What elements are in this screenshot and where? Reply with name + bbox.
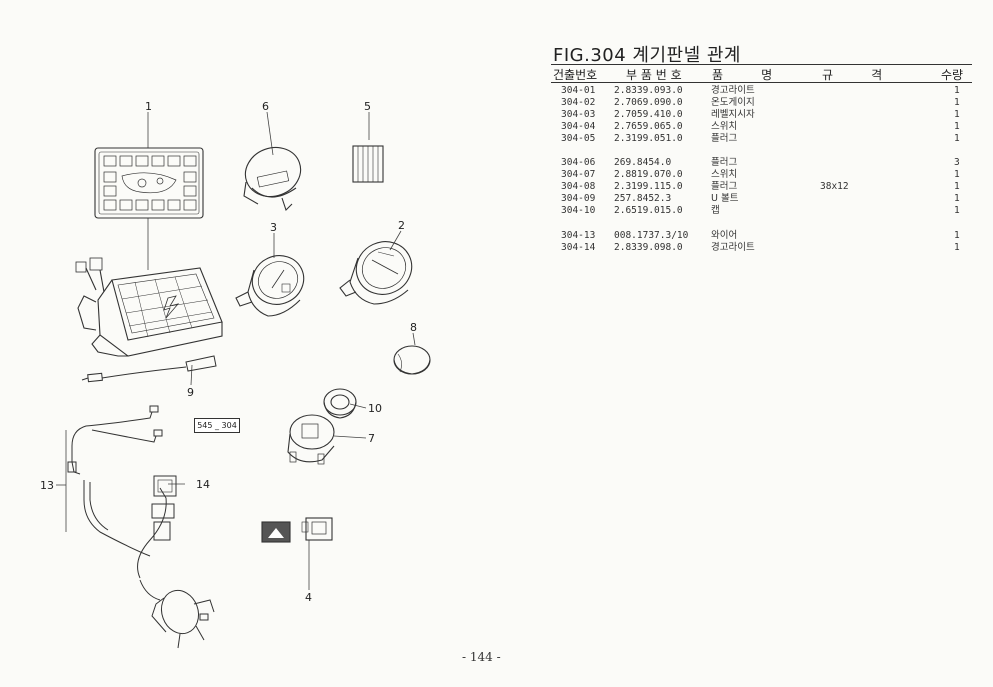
plug-5	[352, 145, 384, 183]
warning-light-panel-front	[94, 147, 204, 219]
row-ref-no: 304-10	[561, 205, 596, 216]
gauge-cover	[243, 146, 302, 212]
row-qty: 1	[954, 205, 960, 216]
header-spec: 규 격	[822, 68, 883, 82]
lamp-wire	[81, 355, 217, 383]
level-gauge	[235, 255, 305, 317]
callout-9: 9	[187, 386, 194, 399]
row-name: 플러그	[711, 157, 738, 168]
title-rule	[551, 64, 972, 65]
row-name: 스위치	[711, 121, 738, 132]
row-ref-no: 304-14	[561, 242, 596, 253]
table-row: 304-09 257.8452.3 U 볼트 1	[0, 193, 993, 205]
header-qty: 수량	[941, 68, 964, 82]
callout-6: 6	[262, 100, 269, 113]
callout-13: 13	[40, 479, 54, 492]
row-part-no: 2.8339.098.0	[614, 242, 683, 253]
table-row: 304-14 2.8339.098.0 경고라이트 1	[0, 242, 993, 254]
row-name: 캡	[711, 205, 720, 216]
table-row: 304-13 008.1737.3/10 와이어 1	[0, 230, 993, 242]
row-part-no: 2.3199.115.0	[614, 181, 683, 192]
row-qty: 1	[954, 181, 960, 192]
row-qty: 1	[954, 97, 960, 108]
row-name: 플러그	[711, 133, 738, 144]
row-part-no: 2.8339.093.0	[614, 85, 683, 96]
header-part-no: 부 품 번 호	[626, 68, 682, 82]
row-qty: 3	[954, 157, 960, 168]
row-part-no: 008.1737.3/10	[614, 230, 689, 241]
row-ref-no: 304-08	[561, 181, 596, 192]
leader-lines	[56, 111, 416, 590]
row-name: U 볼트	[711, 193, 739, 204]
table-row: 304-08 2.3199.115.0 플러그 38x12 1	[0, 181, 993, 193]
row-part-no: 257.8452.3	[614, 193, 672, 204]
row-qty: 1	[954, 230, 960, 241]
table-row: 304-07 2.8819.070.0 스위치 1	[0, 169, 993, 181]
row-part-no: 2.7069.090.0	[614, 97, 683, 108]
table-row: 304-10 2.6519.015.0 캡 1	[0, 205, 993, 217]
page-number: - 144 -	[462, 650, 501, 664]
row-name: 와이어	[711, 230, 738, 241]
row-ref-no: 304-07	[561, 169, 596, 180]
row-name: 스위치	[711, 169, 738, 180]
callout-14: 14	[196, 478, 210, 491]
callout-7: 7	[368, 432, 375, 445]
row-qty: 1	[954, 242, 960, 253]
cap-8	[393, 345, 431, 375]
row-ref-no: 304-04	[561, 121, 596, 132]
row-part-no: 2.3199.051.0	[614, 133, 683, 144]
warning-light-panel-assembly	[75, 257, 223, 357]
table-row: 304-01 2.8339.093.0 경고라이트 1	[0, 85, 993, 97]
callout-2: 2	[398, 219, 405, 232]
row-qty: 1	[954, 133, 960, 144]
callout-8: 8	[410, 321, 417, 334]
table-row: 304-02 2.7069.090.0 온도게이지 1	[0, 97, 993, 109]
row-ref-no: 304-02	[561, 97, 596, 108]
table-row: 304-05 2.3199.051.0 플러그 1	[0, 133, 993, 145]
row-ref-no: 304-06	[561, 157, 596, 168]
callout-5: 5	[364, 100, 371, 113]
parts-diagram	[56, 111, 431, 649]
row-ref-no: 304-09	[561, 193, 596, 204]
figure-code-box: 545 _ 304	[194, 418, 240, 433]
row-ref-no: 304-05	[561, 133, 596, 144]
row-part-no: 269.8454.0	[614, 157, 672, 168]
callout-4: 4	[305, 591, 312, 604]
switch-7	[287, 414, 335, 465]
temperature-gauge	[339, 241, 413, 305]
table-row: 304-06 269.8454.0 플러그 3	[0, 157, 993, 169]
row-qty: 1	[954, 169, 960, 180]
row-ref-no: 304-13	[561, 230, 596, 241]
row-name: 플러그	[711, 181, 738, 192]
row-qty: 1	[954, 193, 960, 204]
row-name: 경고라이트	[711, 85, 755, 96]
row-qty: 1	[954, 121, 960, 132]
table-row: 304-04 2.7659.065.0 스위치 1	[0, 121, 993, 133]
callout-10: 10	[368, 402, 382, 415]
row-name: 경고라이트	[711, 242, 755, 253]
row-part-no: 2.7659.065.0	[614, 121, 683, 132]
header-name: 품 명	[712, 68, 773, 82]
row-ref-no: 304-03	[561, 109, 596, 120]
callout-1: 1	[145, 100, 152, 113]
figure-title: FIG.304 계기판넬 관계	[553, 45, 741, 66]
switch-bezel	[323, 388, 357, 419]
table-row: 304-03 2.7059.410.0 레벨지시자 1	[0, 109, 993, 121]
row-qty: 1	[954, 109, 960, 120]
row-name: 레벨지시자	[711, 109, 755, 120]
row-part-no: 2.8819.070.0	[614, 169, 683, 180]
row-qty: 1	[954, 85, 960, 96]
header-rule	[551, 82, 972, 83]
row-name: 온도게이지	[711, 97, 755, 108]
callout-3: 3	[270, 221, 277, 234]
row-part-no: 2.7059.410.0	[614, 109, 683, 120]
row-spec: 38x12	[820, 181, 849, 192]
row-part-no: 2.6519.015.0	[614, 205, 683, 216]
header-ref-no: 건출번호	[553, 68, 598, 82]
row-ref-no: 304-01	[561, 85, 596, 96]
rocker-switch-4	[261, 517, 333, 543]
wire-harness	[67, 405, 215, 649]
